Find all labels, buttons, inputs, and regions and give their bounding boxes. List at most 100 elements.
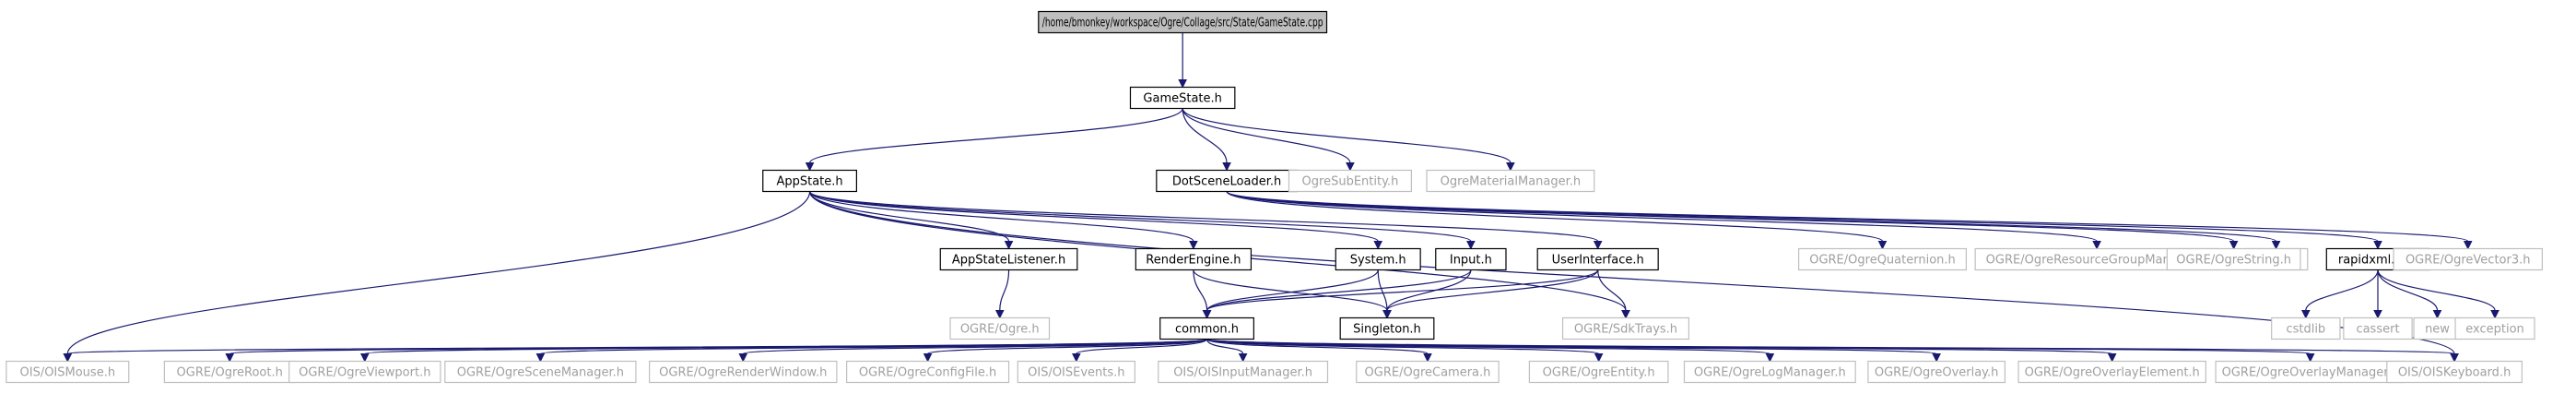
node-label: OIS/OISInputManager.h (1173, 366, 1312, 380)
node-system[interactable]: System.h (1335, 247, 1421, 271)
edge-rapidxml-to-cstdlib (2301, 269, 2379, 319)
node-label: OGRE/OgreOverlay.h (1875, 366, 1999, 380)
node-box (2454, 316, 2535, 340)
node-dotscene[interactable]: DotSceneLoader.h (1156, 169, 1298, 193)
node-box (846, 360, 1010, 384)
edge-common-to-ogreentity (1206, 338, 1604, 363)
edge-arrowhead (1238, 353, 1248, 363)
edge-arrowhead (1222, 162, 1231, 172)
edge-dotscene-to-vector (1226, 190, 2281, 250)
node-label: OGRE/OgreViewport.h (299, 366, 430, 380)
node-appstate[interactable]: AppState.h (762, 169, 857, 193)
edge-dotscene-to-ogreresgroupmgr (1226, 190, 2101, 250)
node-label: OGRE/OgreRenderWindow.h (659, 366, 827, 380)
node-box (649, 360, 838, 384)
node-ogrerenderwindow: OGRE/OgreRenderWindow.h (649, 360, 838, 384)
edge-common-to-ogreoverlayelement (1206, 338, 2117, 363)
edge-common-to-oisevents (1072, 338, 1208, 363)
edge-rapidxml-to-new (2377, 269, 2442, 319)
edge-arrowhead (2432, 310, 2442, 319)
node-box (1017, 360, 1135, 384)
node-renderengine[interactable]: RenderEngine.h (1135, 247, 1253, 271)
edge-common-to-ogreconfigfile (923, 338, 1208, 363)
edge-gamestate-to-ogresubentity (1182, 108, 1355, 172)
node-singleton[interactable]: Singleton.h (1339, 316, 1435, 340)
edge-system-to-common (1202, 269, 1379, 319)
node-ogreentity: OGRE/OgreEntity.h (1528, 360, 1669, 384)
edge-rapidxml-to-exception (2377, 269, 2500, 319)
node-box (1158, 360, 1329, 384)
edges-layer (63, 32, 2500, 363)
edge-common-to-ogrecamera (1206, 338, 1432, 363)
edge-line (1386, 269, 1599, 311)
edge-arrowhead (2373, 310, 2382, 319)
edge-arrowhead (225, 353, 235, 363)
edge-line (2377, 269, 2496, 311)
edge-common-to-ogrelogmgr (1206, 338, 1775, 363)
node-label: cassert (2356, 323, 2399, 337)
node-label: OGRE/OgreVector3.h (2405, 254, 2531, 268)
node-label: Singleton.h (1353, 323, 1421, 337)
node-box (1135, 247, 1253, 271)
edge-dotscene-to-ogrevector3 (1226, 190, 2473, 250)
node-oisevents: OIS/OISEvents.h (1017, 360, 1135, 384)
edge-line (1226, 190, 1884, 243)
node-oismouse: OIS/OISMouse.h (6, 360, 130, 384)
edge-line (1377, 269, 1388, 311)
node-label: exception (2465, 323, 2524, 337)
edge-line (1206, 339, 1244, 354)
node-ogresubentity: OgreSubEntity.h (1288, 169, 1412, 193)
node-label: OGRE/OgreOverlayElement.h (2025, 366, 2200, 380)
edge-arrowhead (2301, 310, 2311, 319)
edge-arrowhead (1189, 241, 1198, 250)
node-box (288, 360, 441, 384)
edge-line (1386, 269, 1472, 311)
edge-common-to-oisinputmgr (1206, 339, 1248, 363)
node-cstdlib: cstdlib (2271, 316, 2341, 340)
node-gamestate[interactable]: GameState.h (1129, 86, 1236, 110)
edge-line (1226, 190, 2098, 243)
node-ogrestring: OGRE/OgreString.h (2166, 247, 2301, 271)
edge-line (1076, 338, 1208, 355)
edge-common-to-ogreroot (225, 338, 1208, 363)
node-ogrematerialmgr: OgreMaterialManager.h (1426, 169, 1595, 193)
node-root[interactable]: /home/bmonkey/workspace/Ogre/Collage/src… (1038, 10, 1328, 34)
node-ogreoverlayelement: OGRE/OgreOverlayElement.h (2017, 360, 2206, 384)
edge-arrowhead (1072, 353, 1081, 363)
node-label: OGRE/SdkTrays.h (1574, 323, 1677, 337)
edge-line (926, 338, 1208, 355)
edge-arrowhead (2373, 241, 2382, 250)
node-label: AppStateListener.h (952, 254, 1065, 268)
edge-line (808, 191, 1194, 243)
node-common[interactable]: common.h (1159, 316, 1254, 340)
node-box (1129, 86, 1236, 110)
node-box (1867, 360, 2006, 384)
node-input[interactable]: Input.h (1435, 247, 1507, 271)
node-box (1536, 247, 1659, 271)
edge-arrowhead (2229, 241, 2239, 250)
node-box (2343, 316, 2413, 340)
node-userinterface[interactable]: UserInterface.h (1536, 247, 1659, 271)
edge-line (2377, 269, 2439, 311)
node-appstatelistener[interactable]: AppStateListener.h (939, 247, 1078, 271)
edge-dotscene-to-ogrestring (1226, 190, 2239, 250)
node-label: /home/bmonkey/workspace/Ogre/Collage/src… (1042, 17, 1323, 30)
node-cassert: cassert (2343, 316, 2413, 340)
edge-line (539, 338, 1208, 355)
edge-input-to-common (1202, 269, 1472, 319)
edge-appstate-to-renderengine (808, 191, 1198, 250)
node-label: OGRE/OgreResourceGroupManager.h (1986, 254, 2208, 268)
node-label: OGRE/OgreCamera.h (1365, 366, 1491, 380)
node-box (2393, 247, 2543, 271)
node-oisinputmgr: OIS/OISInputManager.h (1158, 360, 1329, 384)
node-box (1426, 169, 1595, 193)
node-sdktrays: OGRE/SdkTrays.h (1561, 316, 1689, 340)
node-ogreconfigfile: OGRE/OgreConfigFile.h (846, 360, 1010, 384)
edge-arrowhead (1178, 79, 1187, 89)
node-box (762, 169, 857, 193)
node-label: AppState.h (776, 175, 842, 189)
edge-line (1206, 338, 2455, 355)
edge-arrowhead (1466, 241, 1476, 250)
node-ogreoverlay: OGRE/OgreOverlay.h (1867, 360, 2006, 384)
node-label: RenderEngine.h (1146, 254, 1241, 268)
